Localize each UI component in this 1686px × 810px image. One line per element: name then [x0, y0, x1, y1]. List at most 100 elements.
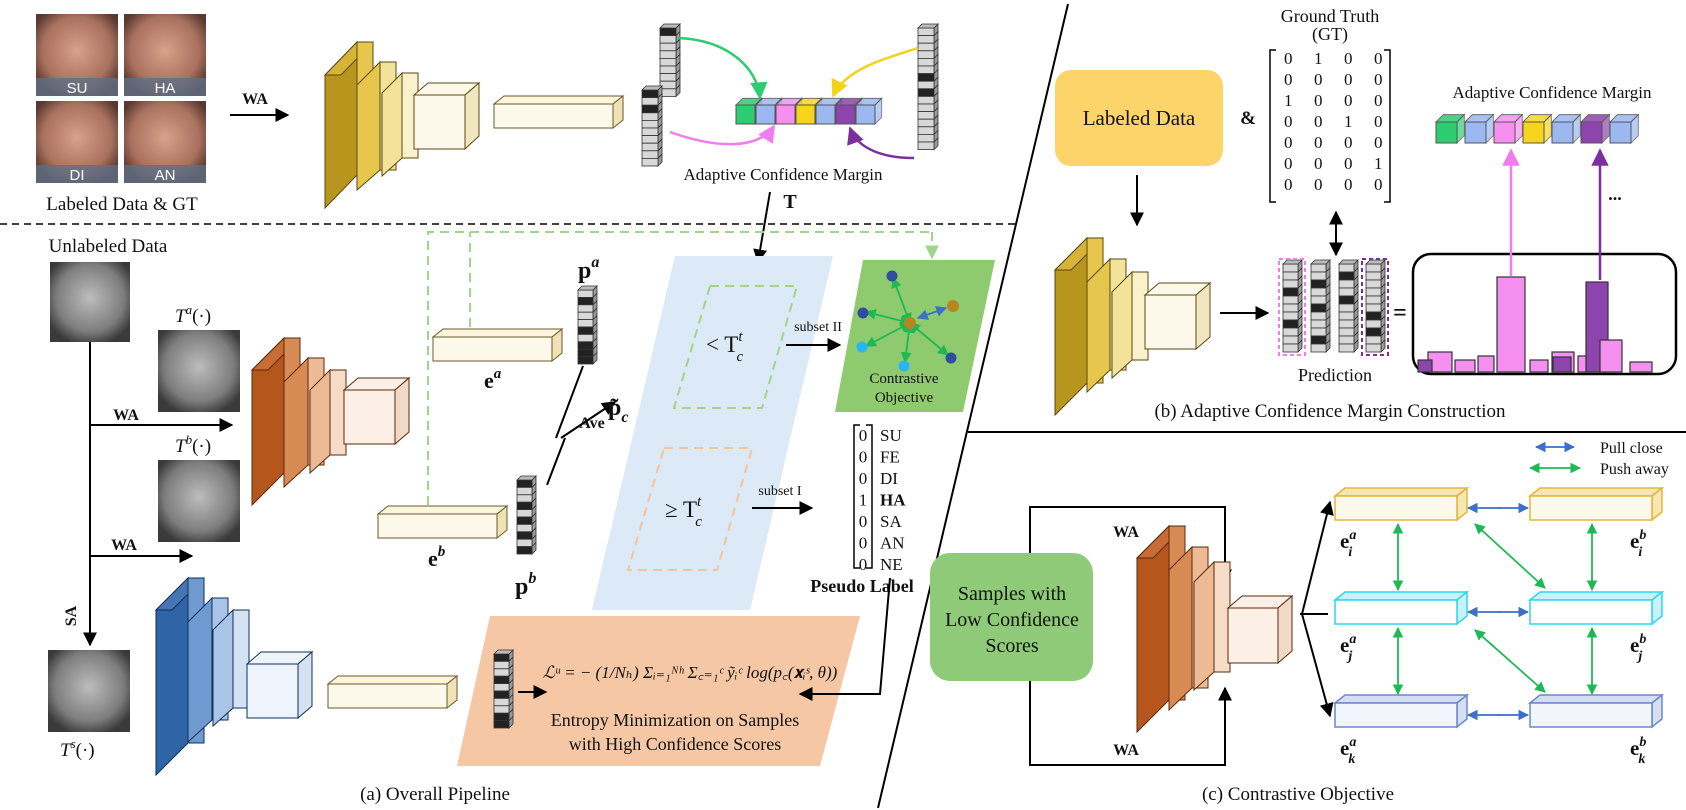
histogram-bar [1552, 356, 1572, 373]
vector-cell [1310, 319, 1327, 329]
vector-cell [917, 103, 935, 112]
vector-bracket [866, 424, 873, 569]
gt-cell: 0 [1314, 70, 1323, 89]
vector-cell [516, 494, 533, 503]
vector-cell [516, 546, 533, 555]
vector-cell [917, 50, 935, 59]
embedding-block [1529, 702, 1653, 728]
vector-cell [917, 111, 935, 120]
vector-cell [1338, 287, 1355, 297]
vector-cell [493, 705, 510, 714]
histogram-bar [1496, 276, 1526, 373]
threshold-t-label: T [783, 191, 797, 213]
ellipsis: ... [1608, 184, 1622, 204]
vector-cell [641, 135, 659, 144]
acm-label: Adaptive Confidence Margin [684, 165, 883, 184]
labeled-data-label: Labeled Data [1083, 106, 1196, 130]
histogram-bar [1417, 359, 1433, 373]
loss-column [493, 649, 514, 729]
vector-cell [577, 296, 594, 306]
vector-cell-top [659, 23, 681, 29]
vector-cell [659, 27, 677, 36]
matrix-bracket [1384, 49, 1391, 203]
sa-label: SA [63, 605, 80, 626]
pb-column [516, 475, 537, 555]
gt-cell: 0 [1344, 133, 1353, 152]
emotion-class-label: SU [880, 426, 902, 445]
pseudo-value: 0 [859, 426, 868, 445]
vector-cell [1365, 279, 1382, 289]
histogram-bar [1477, 355, 1495, 373]
gt-cell: 0 [1374, 91, 1383, 110]
vector-cell [516, 479, 533, 488]
green-arrow [677, 36, 768, 100]
vector-cell [1282, 327, 1299, 337]
vector-cell [917, 88, 935, 97]
vector-cell [1338, 263, 1355, 273]
vector-cell [1310, 287, 1327, 297]
tb-label: Tb(·) [175, 432, 211, 457]
diagonal-divider [877, 3, 1069, 809]
acm-cell-front [1551, 121, 1574, 144]
entropy-label: with High Confidence Scores [569, 734, 781, 754]
wa-label: WA [1113, 524, 1139, 541]
push-away-label: Push away [1600, 461, 1669, 478]
vector-cell [1338, 303, 1355, 313]
dashed-feedback-lines [427, 231, 939, 505]
gt-cell: 0 [1314, 154, 1323, 173]
matrix-bracket [1269, 49, 1276, 203]
vector-cell [493, 683, 510, 692]
vector-cell [1365, 271, 1382, 281]
purple-dashed-frame [1361, 258, 1389, 356]
vector-cell [659, 73, 677, 82]
prediction-column [659, 23, 681, 98]
acm-title: Adaptive Confidence Margin [1453, 83, 1652, 102]
vector-cell [1365, 263, 1382, 273]
vector-cell [659, 35, 677, 44]
acm-cell-front [1435, 121, 1458, 144]
unlabeled-data-label: Unlabeled Data [49, 236, 168, 257]
pseudo-label-title: Pseudo Label [810, 576, 914, 596]
wa-path [1029, 681, 1232, 766]
vector-cell [577, 289, 594, 298]
yellow-arrow [831, 46, 919, 98]
acm-cell-front [1609, 121, 1632, 144]
gt-cell: 0 [1284, 70, 1293, 89]
ave-label: Ave [579, 415, 604, 432]
vector-cell [917, 58, 935, 67]
feature-block-eb [376, 504, 509, 540]
vector-cell [641, 89, 659, 98]
vector-cell [1282, 303, 1299, 313]
vector-cell [917, 65, 935, 74]
vector-cell [1365, 287, 1382, 297]
samples-label: Low Confidence [945, 609, 1079, 631]
gt-cell: 0 [1314, 133, 1323, 152]
samples-label: Scores [985, 635, 1039, 657]
gt-cell: 0 [1284, 112, 1293, 131]
vector-cell [1282, 335, 1299, 345]
wa-path [1029, 506, 1232, 584]
histogram-bar [1529, 359, 1549, 373]
vector-cell-top [641, 85, 663, 91]
acm-cell-front [775, 104, 796, 125]
prediction-column [917, 23, 939, 151]
gt-cell: 0 [1344, 154, 1353, 173]
prediction-label: Prediction [1298, 365, 1372, 385]
gt-cell: 0 [1314, 112, 1323, 131]
vector-cell [641, 142, 659, 152]
vector-cell [1282, 287, 1299, 297]
low-confidence-box [672, 285, 799, 409]
vector-cell [917, 118, 935, 128]
gt-cell: 0 [1284, 133, 1293, 152]
vector-cell [641, 157, 659, 167]
vector-cell [577, 311, 594, 321]
pc-tilde-label: p̃c [608, 395, 628, 426]
acm-cell-front [795, 104, 816, 125]
gt-cell: 1 [1344, 112, 1353, 131]
unlabeled-face-image [50, 262, 130, 342]
vector-cell [516, 538, 533, 548]
